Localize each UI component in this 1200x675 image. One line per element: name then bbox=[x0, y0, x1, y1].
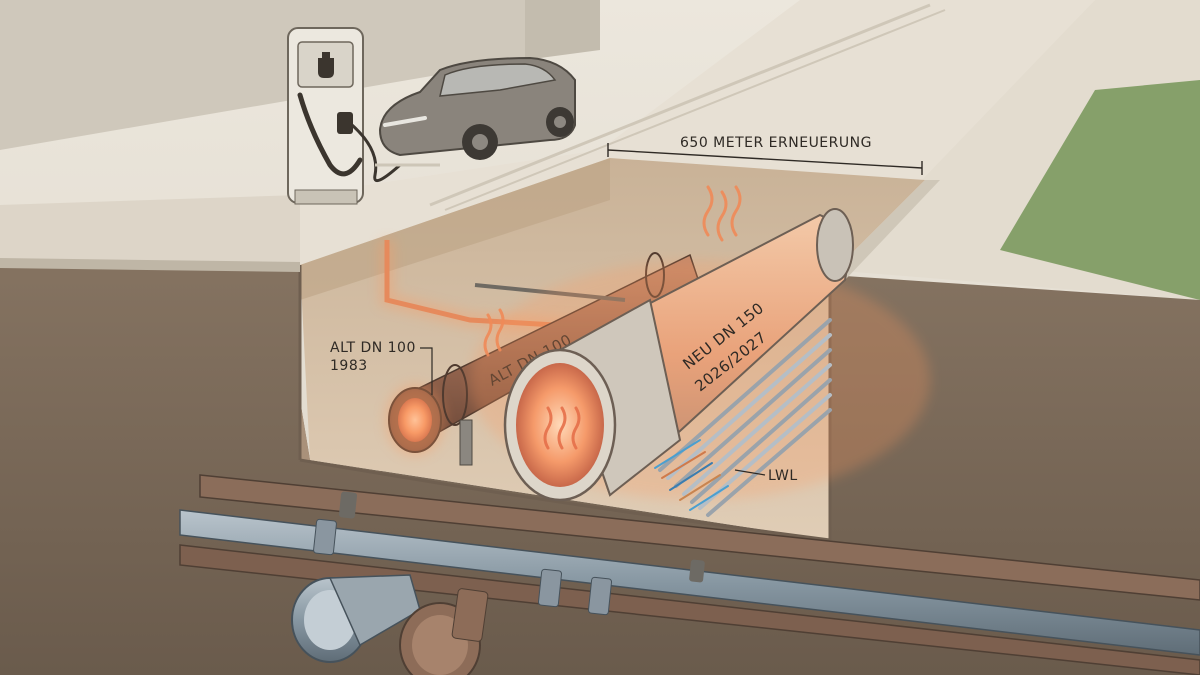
old-pipe-callout: ALT DN 100 1983 bbox=[330, 340, 433, 395]
fiber-optic-bundle bbox=[654, 318, 832, 517]
length-label: 650 METER ERNEUERUNG bbox=[680, 135, 872, 151]
old-pipe-callout-line2: 1983 bbox=[330, 358, 368, 374]
car-icon bbox=[378, 56, 576, 160]
existing-utility-pipes bbox=[179, 474, 1200, 675]
new-pipe: NEU DN 150 2026/2027 bbox=[470, 208, 930, 502]
length-dimension: 650 METER ERNEUERUNG bbox=[607, 135, 923, 175]
road bbox=[0, 0, 1200, 300]
curb bbox=[0, 258, 300, 272]
fiber-label: LWL bbox=[768, 468, 798, 484]
old-pipe-callout-line1: ALT DN 100 bbox=[330, 340, 416, 356]
fiber-callout: LWL bbox=[734, 468, 798, 484]
ev-charging-station-icon bbox=[287, 27, 440, 205]
heat-wave-icon bbox=[483, 185, 742, 450]
